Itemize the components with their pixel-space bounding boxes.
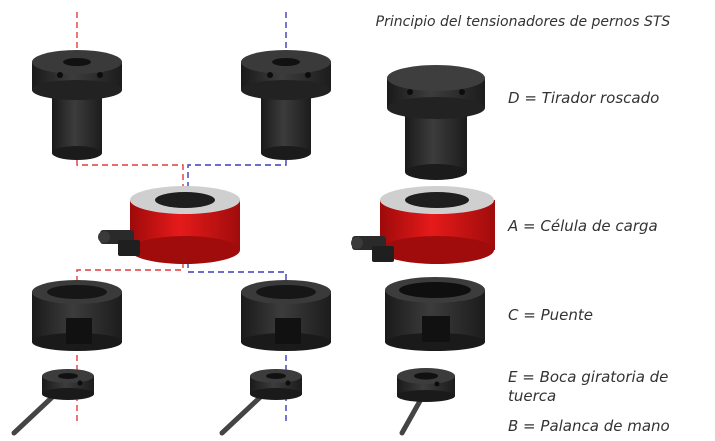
label-threaded-puller: D = Tirador roscado [508,89,660,107]
load-cell-right [351,186,495,264]
label-hand-lever: B = Palanca de mano [508,417,670,435]
threaded-puller-right [387,65,485,180]
nut-socket-left [11,369,94,436]
label-bridge: C = Puente [508,306,593,324]
bridge-center [241,280,331,351]
nut-socket-right [397,368,455,436]
diagram-title: Principio del tensionadores de pernos ST… [375,14,671,30]
threaded-puller-left [32,50,122,160]
label-nut-socket: E = Boca giratoria de tuerca [508,368,669,405]
nut-socket-center [219,369,302,436]
threaded-puller-center [241,50,331,160]
bridge-right [385,277,485,351]
label-load-cell: A = Célula de carga [508,217,658,235]
load-cell-center [98,186,240,264]
bridge-left [32,280,122,351]
